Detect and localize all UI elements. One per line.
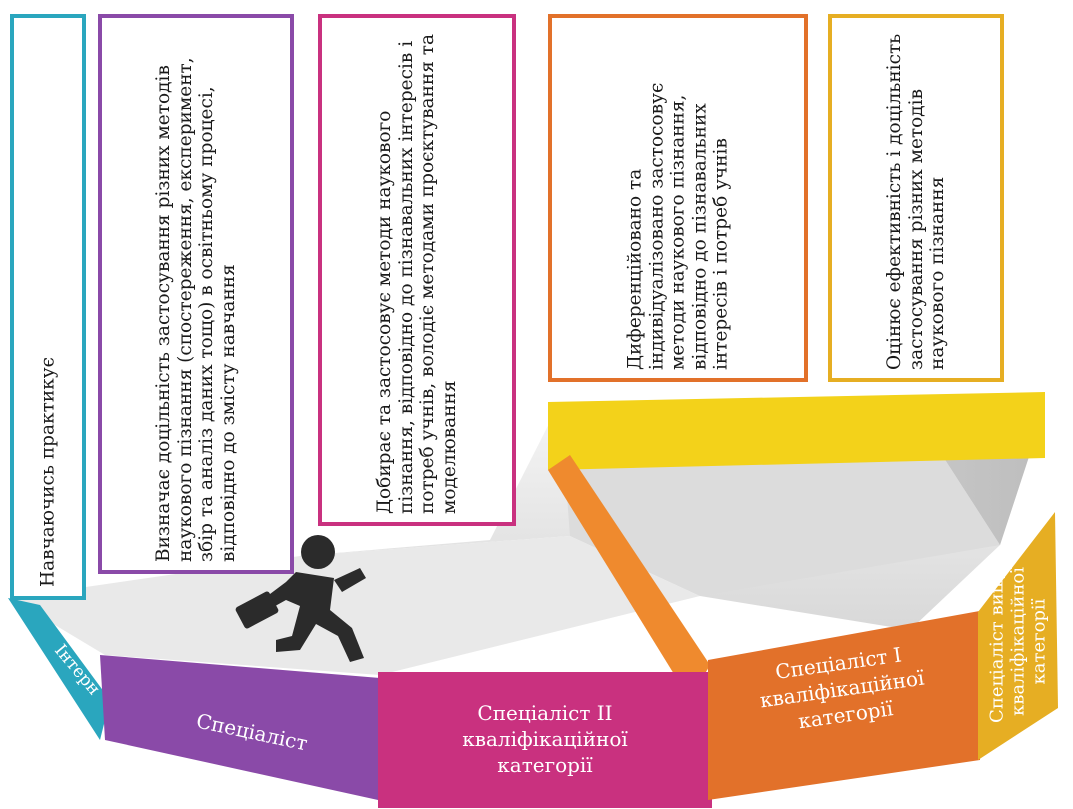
box-highest: Оцінює ефективність і доцільність застос… xyxy=(828,14,1004,382)
box-intern-text: Навчаючись практикує xyxy=(37,357,59,587)
box-highest-text: Оцінює ефективність і доцільність застос… xyxy=(883,33,948,370)
step-specialist-face xyxy=(100,655,380,800)
step-label-category2: Спеціаліст II кваліфікаційної категорії xyxy=(462,701,628,777)
box-category2-text: Добирає та застосовує методи наукового п… xyxy=(374,33,460,514)
box-specialist-text: Визначає доцільність застосування різних… xyxy=(153,57,239,562)
yellow-band xyxy=(548,392,1045,470)
step-intern-face xyxy=(8,598,110,740)
box-category2: Добирає та застосовує методи наукового п… xyxy=(318,14,516,526)
walking-person-icon xyxy=(262,535,366,662)
box-intern: Навчаючись практикує xyxy=(10,14,86,600)
step-label-highest: Спеціаліст вищої кваліфікаційної категор… xyxy=(986,560,1050,723)
lower-floor xyxy=(10,536,700,675)
step-category2-face xyxy=(378,672,712,808)
box-category1-text: Диференційовано та індивідуалізовано зас… xyxy=(624,82,732,370)
box-category1: Диференційовано та індивідуалізовано зас… xyxy=(548,14,808,382)
orange-ramp xyxy=(548,455,710,700)
box-specialist: Визначає доцільність застосування різних… xyxy=(98,14,294,574)
step-highest-face xyxy=(978,512,1058,760)
step-category1-face xyxy=(708,610,985,800)
briefcase-icon xyxy=(235,591,279,629)
